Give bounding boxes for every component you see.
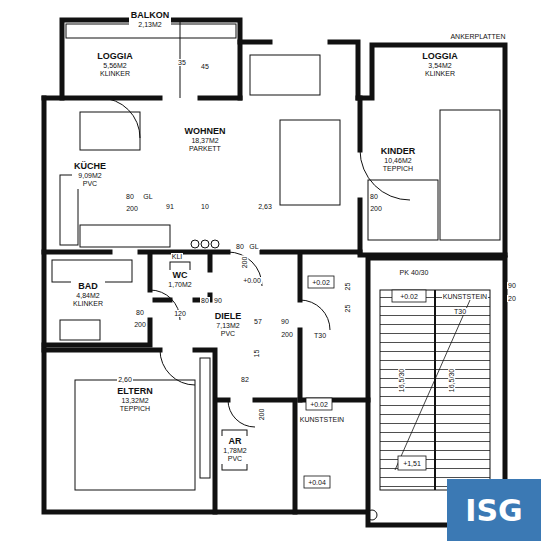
dimension-label: GL	[142, 193, 153, 200]
dimension-label: 80	[369, 193, 379, 200]
room-detail: 1,78M2	[223, 447, 246, 455]
room-label: KINDER10,46M2TEPPICH	[379, 146, 418, 173]
dimension-label: ANKERPLATTEN	[449, 33, 506, 40]
dimension-label: 16,5/30	[448, 367, 455, 392]
dimension-label: 25	[344, 303, 351, 313]
dimension-label: 20	[507, 295, 517, 302]
dimension-label: 90	[507, 282, 517, 289]
dimension-label: 200	[259, 407, 266, 421]
dimension-label: +0.02	[399, 293, 419, 300]
dimension-label: PK 40/30	[399, 269, 430, 276]
room-detail: PVC	[215, 330, 242, 338]
room-detail: 9,09M2	[74, 172, 106, 180]
room-label: AR1,78M2PVC	[221, 436, 248, 463]
room-name: AR	[223, 437, 246, 447]
dimension-label: 120	[173, 310, 187, 317]
dimension-label: 90	[280, 318, 290, 325]
dimension-label: 35	[177, 59, 187, 66]
dimension-label: 80	[200, 297, 210, 304]
dimension-label: 16,5/30	[398, 367, 405, 392]
room-detail: KLINKER	[97, 70, 133, 78]
dimension-label: 57	[253, 318, 263, 325]
dimension-label: +0.04	[307, 479, 327, 486]
room-name: BALKON	[131, 11, 170, 21]
room-detail: PVC	[223, 455, 246, 463]
room-label: LOGGIA5,56M2KLINKER	[95, 51, 135, 78]
room-detail: 2,13M2	[131, 21, 170, 29]
dimension-label: 2,63	[257, 203, 273, 210]
dimension-label: 200	[280, 331, 294, 338]
dimension-label: 10	[200, 203, 210, 210]
dimension-label: +0.02	[311, 279, 331, 286]
room-name: WC	[168, 271, 191, 281]
dimension-label: +1,51	[402, 460, 422, 467]
room-detail: 7,13M2	[215, 322, 242, 330]
room-detail: 5,56M2	[97, 62, 133, 70]
dimension-label: GL	[248, 243, 259, 250]
dimension-label: 200	[133, 321, 147, 328]
room-detail: 18,37M2	[185, 137, 226, 145]
room-label: BAD4,84M2KLINKER	[71, 281, 105, 308]
room-detail: PARKETT	[185, 145, 226, 153]
room-label: WOHNEN18,37M2PARKETT	[183, 126, 228, 153]
room-name: KÜCHE	[74, 162, 106, 172]
dimension-label: 80	[135, 309, 145, 316]
dimension-label: 200	[125, 205, 139, 212]
dimension-label: 82	[240, 376, 250, 383]
room-label: LOGGIA3,54M2KLINKER	[420, 51, 460, 78]
dimension-label: +0.00	[242, 277, 262, 284]
dimension-label: 80	[235, 243, 245, 250]
dimension-label: KUNSTSTEIN	[299, 416, 345, 423]
room-name: LOGGIA	[422, 52, 458, 62]
dimension-label: 45	[200, 63, 210, 70]
dimension-label: 25	[344, 281, 351, 291]
dimension-label: 200	[242, 255, 249, 269]
dimension-label: KUNSTSTEIN	[442, 293, 488, 300]
room-detail: KLINKER	[73, 300, 103, 308]
logo-box: ISG	[447, 479, 541, 541]
room-detail: 13,32M2	[117, 397, 152, 405]
dimension-label: 200	[369, 205, 383, 212]
room-name: WOHNEN	[185, 127, 226, 137]
dimension-label: +0.02	[309, 401, 329, 408]
room-label: KÜCHE9,09M2PVC	[72, 161, 108, 188]
room-label: WC1,70M2	[166, 270, 193, 290]
room-label: DIELE7,13M2PVC	[213, 311, 244, 338]
dimension-label: 2,60	[117, 376, 133, 383]
room-detail: PVC	[74, 180, 106, 188]
room-detail: TEPPICH	[117, 405, 152, 413]
room-label: BALKON2,13M2	[129, 10, 172, 30]
room-label: ELTERN13,32M2TEPPICH	[115, 386, 154, 413]
room-name: KINDER	[381, 147, 416, 157]
dimension-label: T30	[453, 308, 467, 315]
logo-text: ISG	[465, 493, 522, 528]
room-detail: 1,70M2	[168, 281, 191, 289]
room-name: LOGGIA	[97, 52, 133, 62]
dimension-label: 91	[165, 203, 175, 210]
room-detail: TEPPICH	[381, 165, 416, 173]
room-detail: 3,54M2	[422, 62, 458, 70]
room-name: DIELE	[215, 312, 242, 322]
room-detail: 4,84M2	[73, 292, 103, 300]
room-name: BAD	[73, 282, 103, 292]
dimension-label: KLI	[171, 253, 184, 260]
room-detail: 10,46M2	[381, 157, 416, 165]
room-name: ELTERN	[117, 387, 152, 397]
dimension-label: 80	[125, 193, 135, 200]
room-detail: KLINKER	[422, 70, 458, 78]
dimension-label: 90	[213, 297, 223, 304]
dimension-label: T30	[313, 332, 327, 339]
dimension-label: 15	[253, 348, 260, 358]
